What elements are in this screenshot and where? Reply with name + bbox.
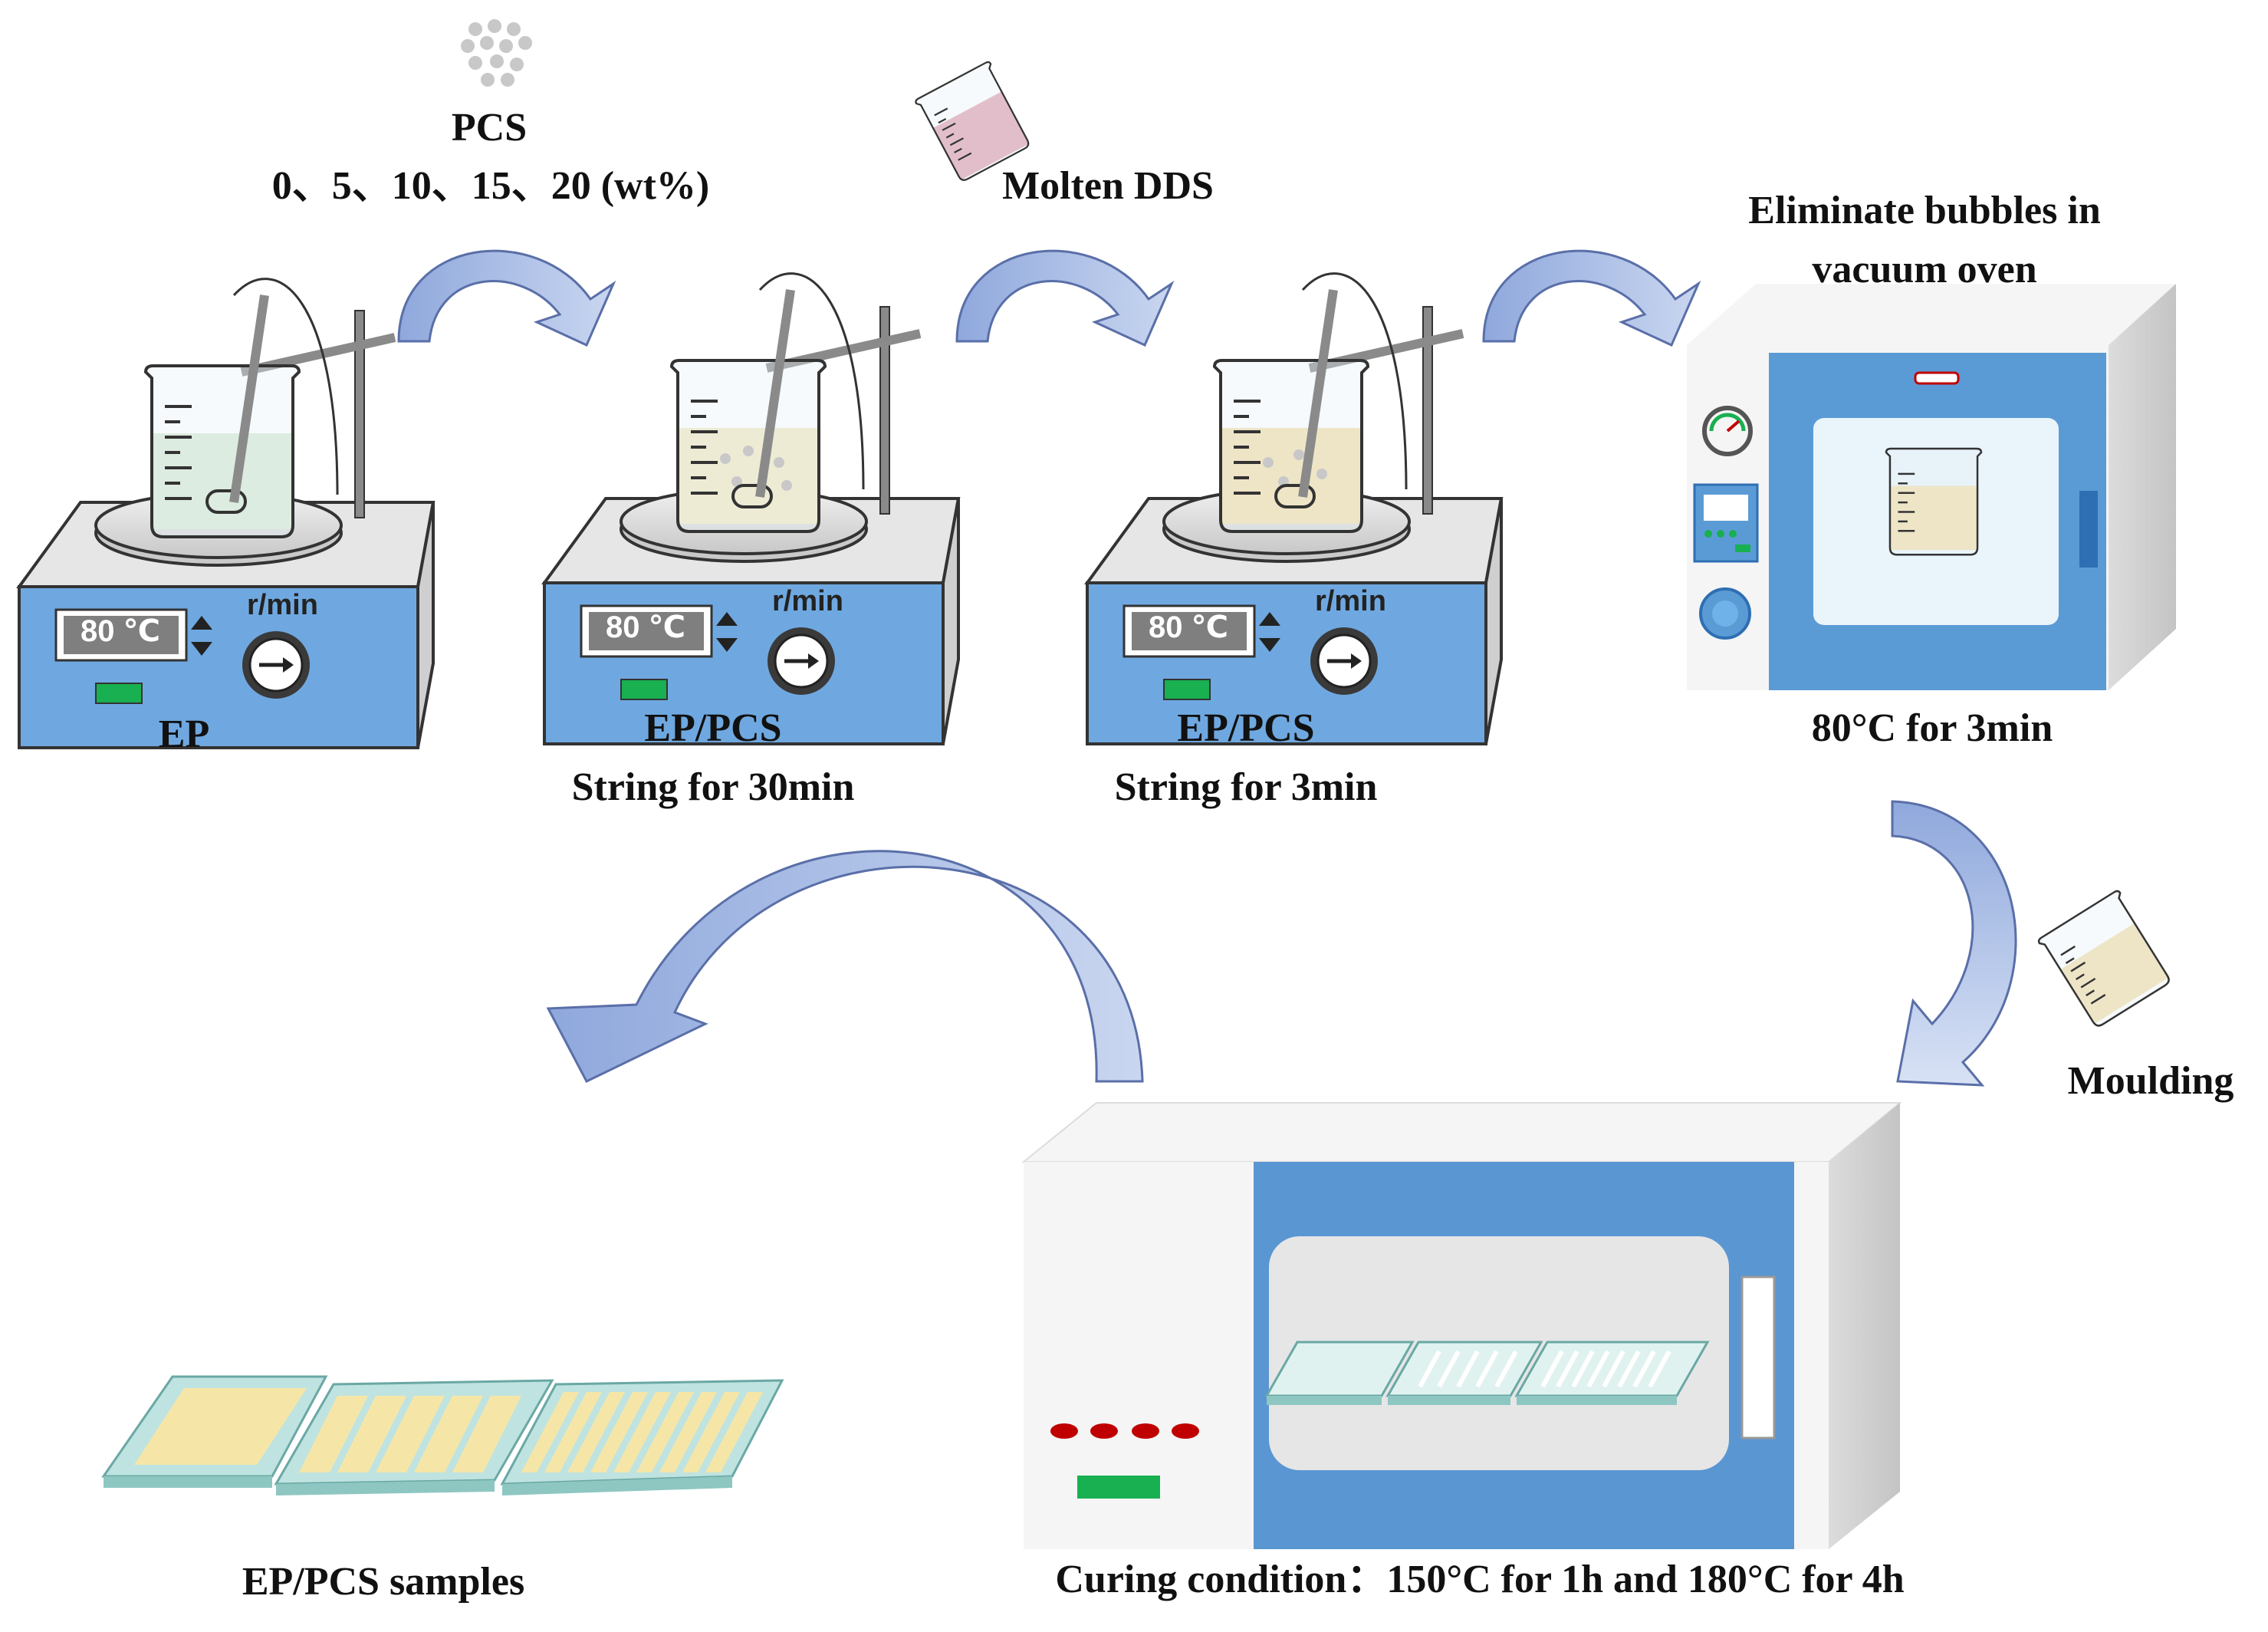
molten-dds-label: Molten DDS <box>1002 164 1214 208</box>
stirrer-30min-speed-unit: r/min <box>772 585 843 617</box>
samples-label: EP/PCS samples <box>242 1560 525 1604</box>
ep-pcs-samples <box>101 1375 784 1495</box>
caption-ep-pcs-30min-line2: String for 30min <box>571 765 855 809</box>
beaker-ep <box>144 278 339 538</box>
pcs-title: PCS <box>451 106 528 150</box>
stirrer-ep-display: 80 ℃ <box>81 614 161 648</box>
pcs-powder-icon <box>461 19 532 87</box>
stirrer-3min-display: 80 ℃ <box>1149 610 1229 644</box>
vacuum-title-line2: vacuum oven <box>1812 248 2037 291</box>
stirrer-30min-display: 80 ℃ <box>606 610 686 644</box>
curing-oven <box>1021 1102 1902 1549</box>
vacuum-condition: 80°C for 3min <box>1811 706 2053 750</box>
stirrer-3min-speed-unit: r/min <box>1315 585 1386 617</box>
arrow-step-3 <box>1482 249 1701 347</box>
caption-ep-pcs-30min-line1: EP/PCS <box>644 706 782 750</box>
curing-condition: Curing condition：150°C for 1h and 180°C … <box>1055 1558 1905 1601</box>
caption-ep-pcs-3min-line1: EP/PCS <box>1177 706 1315 750</box>
caption-ep-pcs-3min-line2: String for 3min <box>1114 765 1378 809</box>
arrow-step-1 <box>397 249 616 347</box>
beaker-ep-pcs-3min <box>1213 272 1408 533</box>
arrow-step-4 <box>1891 800 2017 1087</box>
vacuum-oven <box>1687 284 2176 690</box>
arrow-step-5 <box>546 850 1144 1083</box>
stirrer-ep-speed-unit: r/min <box>247 589 318 621</box>
moulding-beaker-icon <box>2036 888 2176 1032</box>
molten-dds-beaker-icon <box>913 60 1034 185</box>
caption-ep: EP <box>158 712 210 756</box>
vacuum-title-line1: Eliminate bubbles in <box>1748 189 2101 232</box>
moulding-label: Moulding <box>2067 1059 2234 1103</box>
pcs-amounts: 0、5、10、15、20 (wt%) <box>271 164 710 208</box>
beaker-ep-pcs-30min <box>670 272 865 533</box>
arrow-step-2 <box>955 249 1175 347</box>
